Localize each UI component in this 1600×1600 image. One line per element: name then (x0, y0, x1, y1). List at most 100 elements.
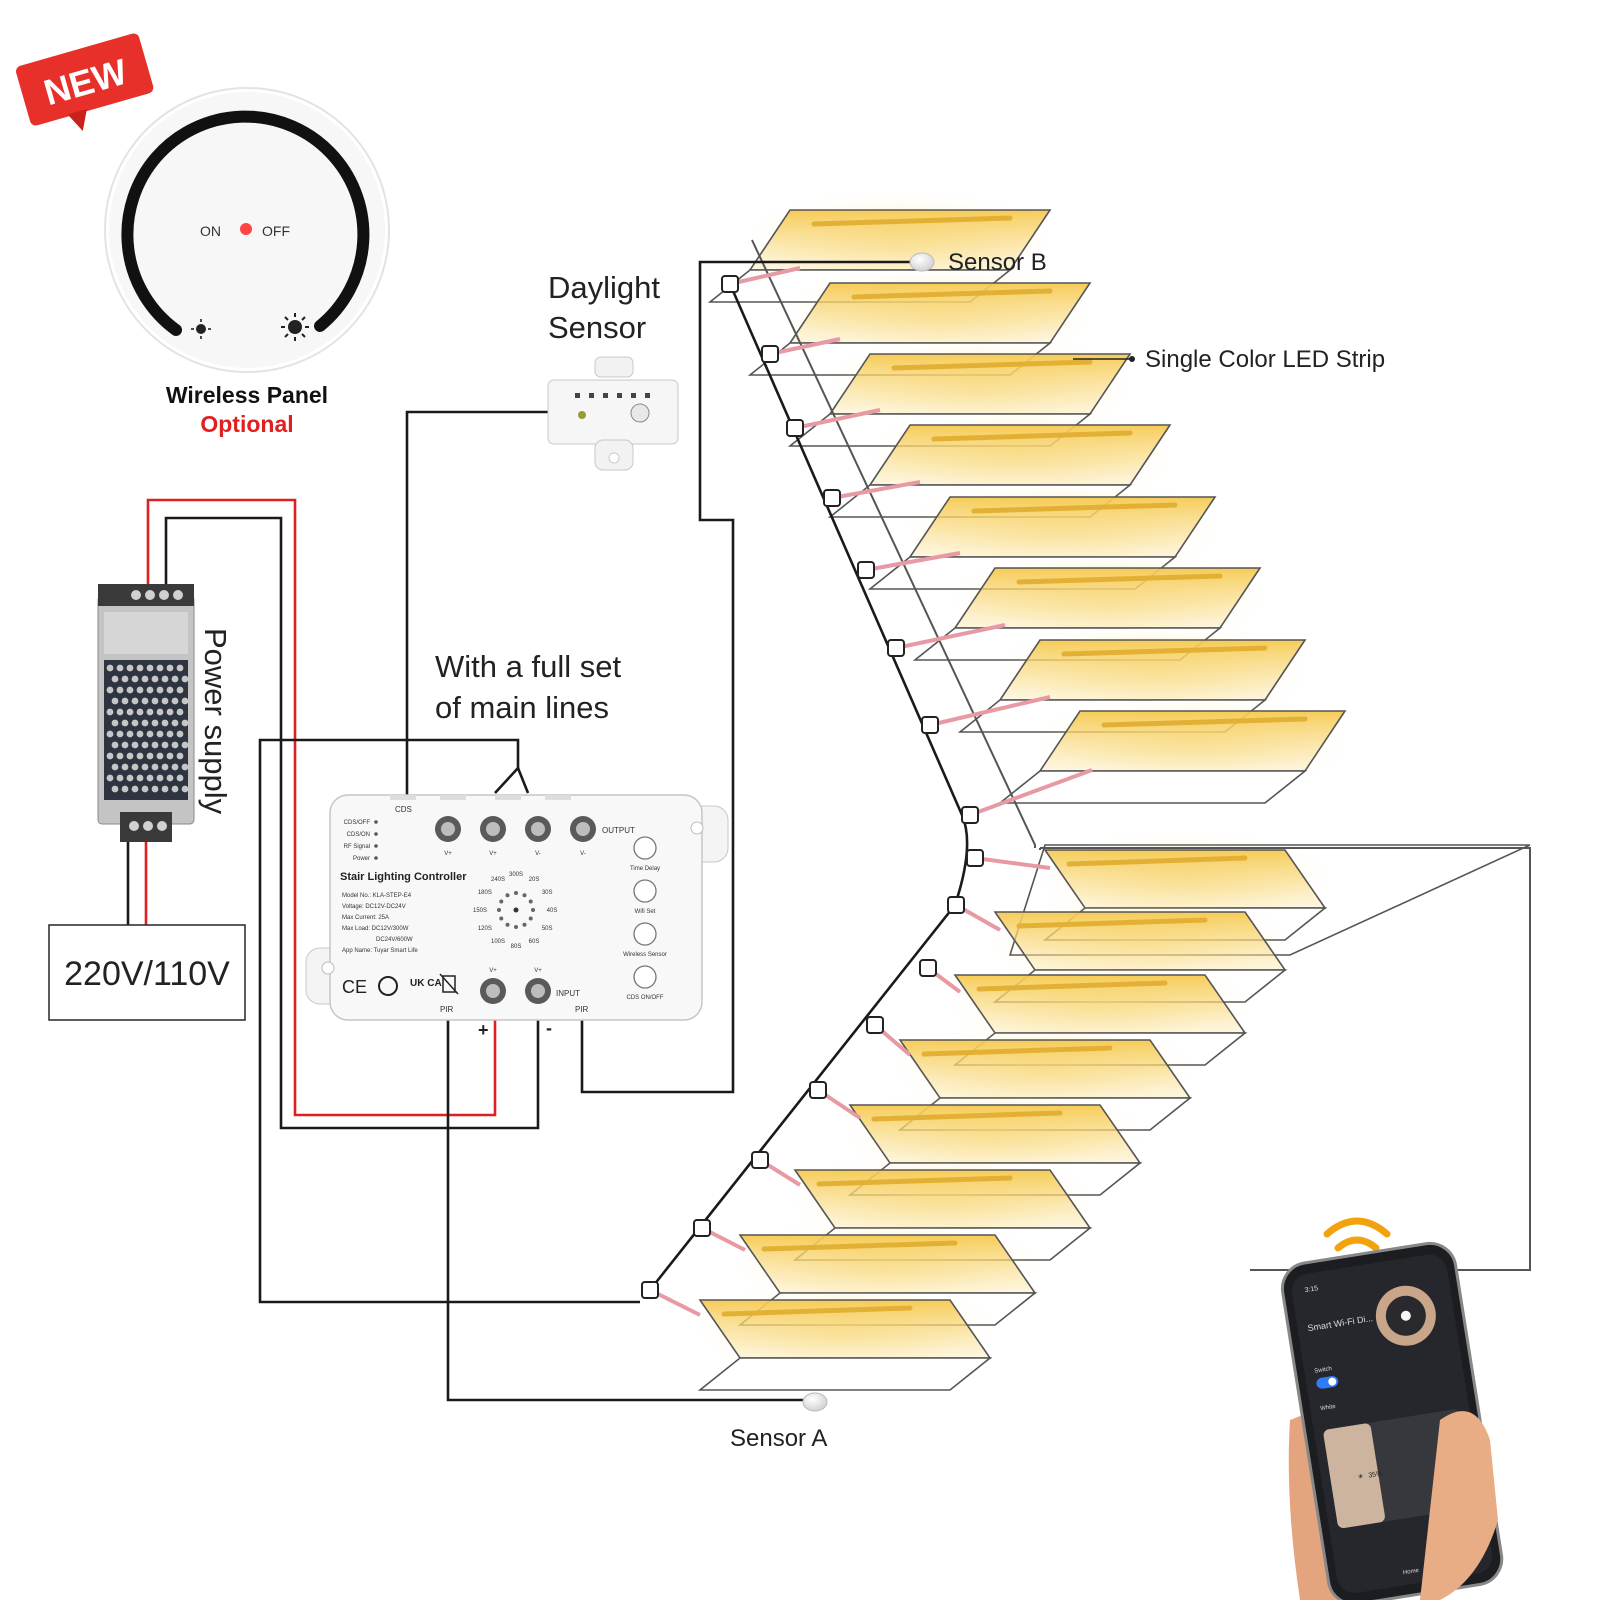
dial-label: 80S (511, 944, 522, 950)
mains-box (48, 924, 246, 1021)
vent-hole (181, 763, 189, 771)
vent-hole (146, 774, 154, 782)
main-lines-label-1: With a full set (435, 649, 621, 684)
plus-label: + (478, 1020, 489, 1040)
vent-hole (161, 675, 169, 683)
vent-hole (156, 708, 164, 716)
vent-hole (116, 730, 124, 738)
vent-hole (171, 741, 179, 749)
button-wifi-set[interactable] (633, 879, 657, 903)
connector-lead (865, 551, 961, 572)
weee-bin-icon (442, 975, 456, 993)
dial-dot (531, 908, 535, 912)
vent-hole (161, 763, 169, 771)
vent-hole (166, 686, 174, 694)
brightness-high-icon[interactable] (281, 313, 309, 341)
button-wireless-sensor[interactable] (633, 922, 657, 946)
brightness-low-icon[interactable] (191, 319, 211, 339)
indicator-led (374, 832, 378, 836)
controller-input-label: INPUT (556, 989, 580, 998)
vent-hole (116, 686, 124, 694)
vent-hole (106, 708, 114, 716)
strip-connector-10 (947, 896, 1001, 932)
led-strip (921, 1045, 1113, 1057)
connector-clip (921, 716, 939, 734)
connector-clip (919, 959, 937, 977)
stair-step-lower-8 (697, 1290, 993, 1391)
wireless-panel-title: Wireless Panel (166, 382, 328, 408)
sensor-b-label: Sensor B (948, 249, 1047, 276)
connector-clip (887, 639, 905, 657)
vent-hole (141, 697, 149, 705)
wireless-panel-subtitle: Optional (200, 411, 293, 437)
vent-hole (106, 752, 114, 760)
vent-hole (171, 763, 179, 771)
main-line-bus (258, 738, 640, 1304)
led-strip (1066, 855, 1248, 867)
vent-hole (161, 785, 169, 793)
vent-hole (111, 697, 119, 705)
vent-hole (161, 697, 169, 705)
minus-label: - (546, 1018, 552, 1038)
phone-nav-home[interactable]: Home (1403, 1568, 1420, 1577)
vent-hole (181, 675, 189, 683)
button-cds-on-off[interactable] (633, 965, 657, 989)
strip-connector-14 (751, 1151, 802, 1187)
vent-hole (141, 785, 149, 793)
vent-hole (106, 730, 114, 738)
vent-hole (131, 763, 139, 771)
weee-cross-icon (439, 973, 459, 995)
led-strip-callout (1073, 356, 1135, 362)
dimmer-ring[interactable] (121, 110, 370, 336)
vent-hole (156, 664, 164, 672)
dial-label: 300S (509, 872, 523, 878)
vent-hole (176, 752, 184, 760)
stair-step-upper-8 (997, 701, 1347, 804)
vent-hole (146, 752, 154, 760)
led-strip (871, 1110, 1063, 1122)
vent-hole (171, 697, 179, 705)
dial-center (513, 907, 519, 913)
led-strip (721, 1305, 913, 1317)
vent-hole (126, 664, 134, 672)
connector-lead (831, 480, 921, 500)
sensor-a-wire (446, 1012, 810, 1402)
connector-lead (729, 266, 801, 286)
vent-hole (111, 741, 119, 749)
led-strip (1101, 716, 1308, 728)
terminal-screw-head (486, 984, 500, 998)
svg-text:☀: ☀ (1357, 1472, 1364, 1481)
terminal-label: V+ (534, 968, 542, 974)
strip-connector-12 (866, 1016, 912, 1057)
new-badge: NEW (16, 33, 154, 132)
connector-clip (857, 561, 875, 579)
connector-lead (969, 768, 1093, 817)
vent-hole (136, 686, 144, 694)
daylight-sensor-label-1: Daylight (548, 270, 660, 305)
dial-label: 20S (529, 877, 540, 883)
check-mark-icon (378, 976, 398, 996)
vent-hole (166, 752, 174, 760)
button-time-delay[interactable] (633, 836, 657, 860)
thumb (1420, 1411, 1498, 1600)
vent-hole (151, 719, 159, 727)
connector-lead (769, 337, 841, 356)
terminal-screw-head (531, 984, 545, 998)
vent-hole (166, 774, 174, 782)
vent-hole (131, 741, 139, 749)
connector-clip (761, 345, 779, 363)
dial-dot (522, 922, 527, 927)
vent-hole (176, 730, 184, 738)
led-strip (816, 1175, 1013, 1187)
phone-time: 3:15 (1304, 1285, 1319, 1294)
connector-clip (721, 275, 739, 293)
stair-tread (997, 770, 1308, 804)
power-wire-negative (164, 516, 540, 1130)
led-strip (891, 359, 1093, 371)
connector-lead (794, 408, 881, 430)
terminal-screw-head (576, 822, 590, 836)
connector-clip (966, 849, 984, 867)
